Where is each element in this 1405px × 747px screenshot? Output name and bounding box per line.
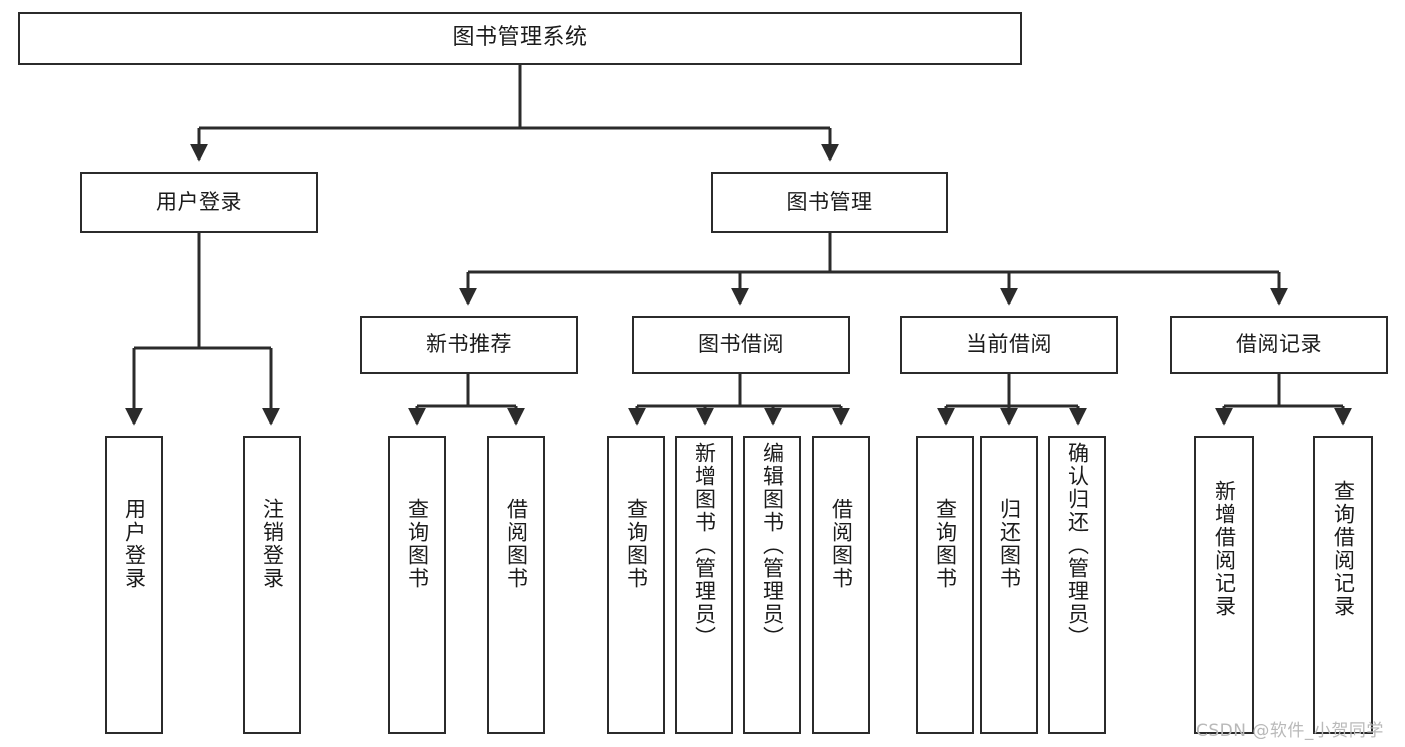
leaf-logout[interactable]: 注销登录 xyxy=(243,436,301,734)
node-new-book-recommend[interactable]: 新书推荐 xyxy=(360,316,578,374)
node-label: 编辑图书（管理员） xyxy=(760,442,785,649)
leaf-borrow-book[interactable]: 借阅图书 xyxy=(812,436,870,734)
node-label: 图书管理 xyxy=(786,189,873,214)
node-book-borrow[interactable]: 图书借阅 xyxy=(632,316,850,374)
node-label: 查询图书 xyxy=(624,498,649,590)
node-label: 新增图书（管理员） xyxy=(692,442,717,649)
node-label: 图书借阅 xyxy=(698,332,784,357)
node-label: 借阅图书 xyxy=(829,498,854,590)
leaf-query-borrow-record[interactable]: 查询借阅记录 xyxy=(1313,436,1373,734)
node-label: 当前借阅 xyxy=(966,332,1052,357)
leaf-query-book-recommend[interactable]: 查询图书 xyxy=(388,436,446,734)
leaf-query-book-borrow[interactable]: 查询图书 xyxy=(607,436,665,734)
node-label: 借阅图书 xyxy=(504,498,529,590)
leaf-add-borrow-record[interactable]: 新增借阅记录 xyxy=(1194,436,1254,734)
node-label: 新书推荐 xyxy=(426,332,512,357)
node-label: 归还图书 xyxy=(997,498,1022,590)
node-label: 查询借阅记录 xyxy=(1331,480,1356,618)
node-label: 查询图书 xyxy=(405,498,430,590)
node-label: 图书管理系统 xyxy=(452,25,588,51)
node-label: 新增借阅记录 xyxy=(1212,480,1237,618)
leaf-return-book[interactable]: 归还图书 xyxy=(980,436,1038,734)
watermark-credit: CSDN @软件_小贺同学 xyxy=(1196,721,1384,741)
node-root-system[interactable]: 图书管理系统 xyxy=(18,12,1022,65)
node-book-management[interactable]: 图书管理 xyxy=(711,172,948,233)
node-label: 查询图书 xyxy=(933,498,958,590)
leaf-confirm-return-admin[interactable]: 确认归还（管理员） xyxy=(1048,436,1106,734)
leaf-query-book-current[interactable]: 查询图书 xyxy=(916,436,974,734)
node-borrow-records[interactable]: 借阅记录 xyxy=(1170,316,1388,374)
node-current-borrow[interactable]: 当前借阅 xyxy=(900,316,1118,374)
node-label: 借阅记录 xyxy=(1236,332,1322,357)
leaf-add-book-admin[interactable]: 新增图书（管理员） xyxy=(675,436,733,734)
node-label: 用户登录 xyxy=(156,189,242,214)
leaf-borrow-book-recommend[interactable]: 借阅图书 xyxy=(487,436,545,734)
node-label: 用户登录 xyxy=(122,498,147,590)
node-label: 注销登录 xyxy=(260,498,285,590)
node-label: 确认归还（管理员） xyxy=(1065,442,1090,649)
leaf-user-login[interactable]: 用户登录 xyxy=(105,436,163,734)
leaf-edit-book-admin[interactable]: 编辑图书（管理员） xyxy=(743,436,801,734)
node-user-login[interactable]: 用户登录 xyxy=(80,172,318,233)
